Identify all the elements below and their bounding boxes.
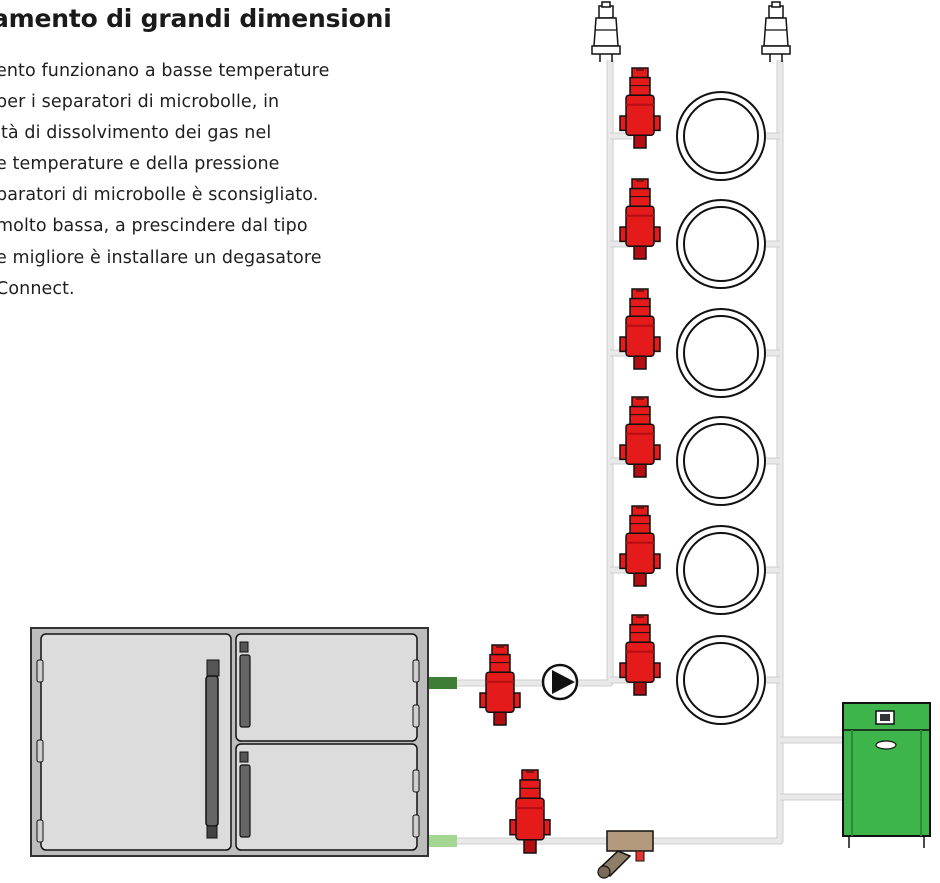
- boiler-icon: [842, 702, 931, 848]
- branch-separator: [619, 288, 661, 370]
- pipe: [457, 60, 613, 686]
- balancing-valve-icon: [597, 830, 654, 879]
- description-line: ità di dissolvimento dei gas nel: [0, 123, 272, 144]
- coil-loop: [676, 91, 766, 181]
- branch-separator: [619, 67, 661, 149]
- description-line: ento funzionano a basse temperature: [0, 61, 330, 81]
- description-line: paratori di microbolle è sconsigliato.: [0, 185, 319, 206]
- coil-loop: [676, 199, 766, 289]
- pump-icon: [541, 663, 579, 701]
- description-line: e temperature e della pressione: [0, 154, 280, 175]
- description-text: ento funzionano a basse temperature per …: [0, 56, 329, 305]
- supply-connection: [428, 677, 457, 689]
- supply-separator: [479, 644, 521, 726]
- branch-separator: [619, 178, 661, 260]
- storage-cabinet-icon: [30, 627, 429, 857]
- branch-separator: [619, 505, 661, 587]
- description-line: e migliore è installare un degasatore: [0, 247, 322, 268]
- branch-separator: [619, 396, 661, 478]
- return-separator: [509, 769, 551, 854]
- page-title: amento di grandi dimensioni: [0, 4, 392, 33]
- separators: [479, 67, 661, 854]
- air-vent-icon: [761, 1, 791, 62]
- coil-loop: [676, 525, 766, 615]
- coil-loop: [676, 308, 766, 398]
- coil-loops: [676, 91, 766, 725]
- branch-separator: [619, 614, 661, 696]
- coil-loop: [676, 416, 766, 506]
- description-line: per i separatori di microbolle, in: [0, 92, 280, 113]
- description-line: molto bassa, a prescindere dal tipo: [0, 216, 308, 237]
- coil-loop: [676, 635, 766, 725]
- return-connection: [428, 835, 457, 847]
- air-vent-icon: [591, 1, 621, 62]
- description-line: Connect.: [0, 278, 75, 299]
- pipe: [457, 60, 783, 844]
- equipment: [30, 1, 931, 879]
